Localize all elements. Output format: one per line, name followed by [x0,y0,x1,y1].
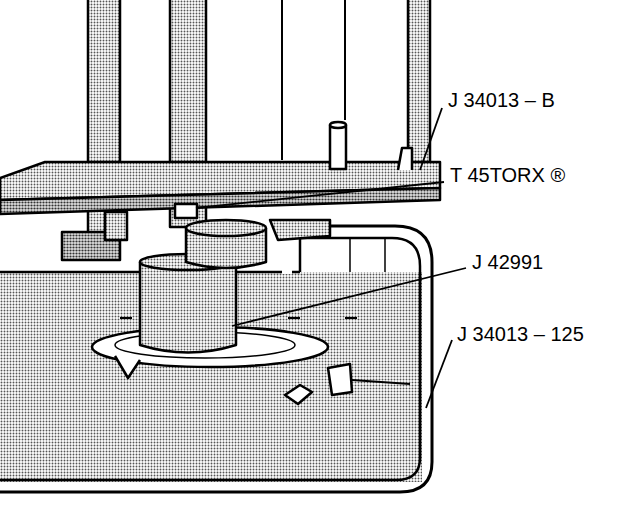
leader-line [232,268,466,326]
locating-pin [398,148,412,170]
tool-foot [115,356,140,378]
frame-post [384,238,386,272]
callout-label: J 42991 [470,250,545,274]
leader-line [426,340,452,408]
tray-mark [345,317,357,319]
leader-line [196,182,444,208]
tray-mark [120,317,132,319]
frame-post [299,238,302,272]
tray-tab [285,385,312,404]
tray-slot [352,380,410,384]
frame-post [349,238,351,272]
tray-tab [328,364,352,395]
support-rod [408,0,430,165]
plate-clamp [270,220,330,240]
callout-label: J 34013 – B [446,88,557,112]
callout-label: T 45TORX ® [448,163,567,187]
locating-pin [330,125,346,169]
tool-head-top [186,220,266,236]
locating-pin [330,122,346,128]
thin-post [344,0,346,120]
thin-post [281,0,283,160]
tray-mark [288,317,300,319]
leader-line [420,108,442,170]
tool-body [140,262,236,353]
callout-label: J 34013 – 125 [455,322,586,346]
fixture-plate-edge [0,188,440,214]
frame-tube-outer [0,226,432,492]
frame-tube-inner [0,238,420,480]
adapter-block [105,212,127,240]
torx-bit [175,204,197,218]
